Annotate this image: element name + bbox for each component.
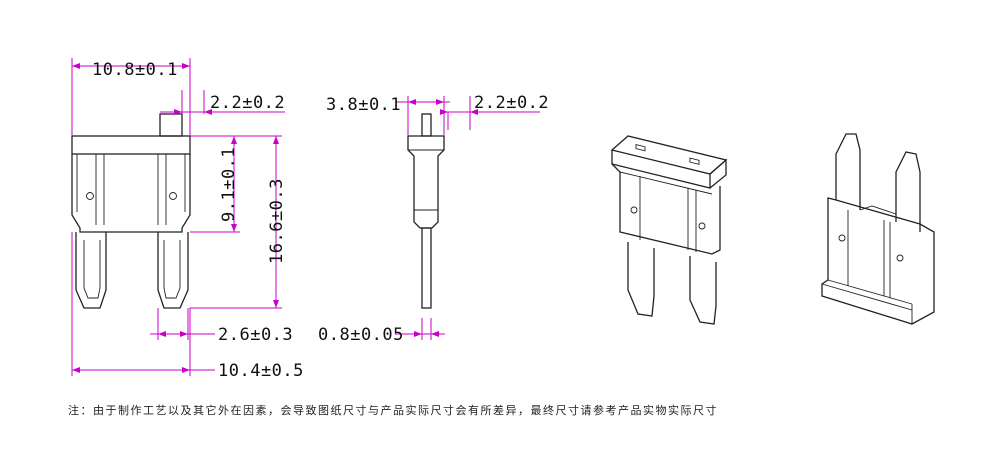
header-bar (71, 135, 191, 155)
dim-side-tab: 2.2±0.2 (474, 93, 549, 113)
dim-overall-width: 10.4±0.5 (218, 361, 304, 381)
disclaimer-note: 注：由于制作工艺以及其它外在因素，会导致图纸尺寸与产品实际尺寸会有所差异，最终尺… (68, 404, 718, 417)
rivet-hole-left (86, 192, 94, 200)
dim-blade-spacing: 2.6±0.3 (218, 325, 293, 345)
fuse-body (71, 154, 191, 233)
side-body (407, 135, 445, 229)
dim-width-top: 10.8±0.1 (92, 60, 178, 80)
left-blade (75, 232, 107, 309)
isometric-view-back (821, 133, 935, 325)
top-tab (159, 113, 183, 137)
dim-side-width: 3.8±0.1 (326, 95, 401, 115)
front-view (71, 113, 191, 309)
side-blade (421, 227, 432, 309)
right-blade (157, 232, 189, 309)
side-top-tab (421, 113, 432, 137)
dim-tab-width: 2.2±0.2 (210, 93, 285, 113)
rivet-hole-right (169, 192, 177, 200)
side-dimensions (395, 96, 540, 340)
dim-blade-thickness: 0.8±0.05 (318, 325, 404, 345)
isometric-view-front (610, 135, 728, 325)
front-dimensions (71, 58, 285, 376)
side-view (407, 113, 445, 309)
dim-total-height: 16.6±0.3 (267, 178, 287, 264)
dim-blade-height: 9.1±0.1 (219, 147, 239, 222)
